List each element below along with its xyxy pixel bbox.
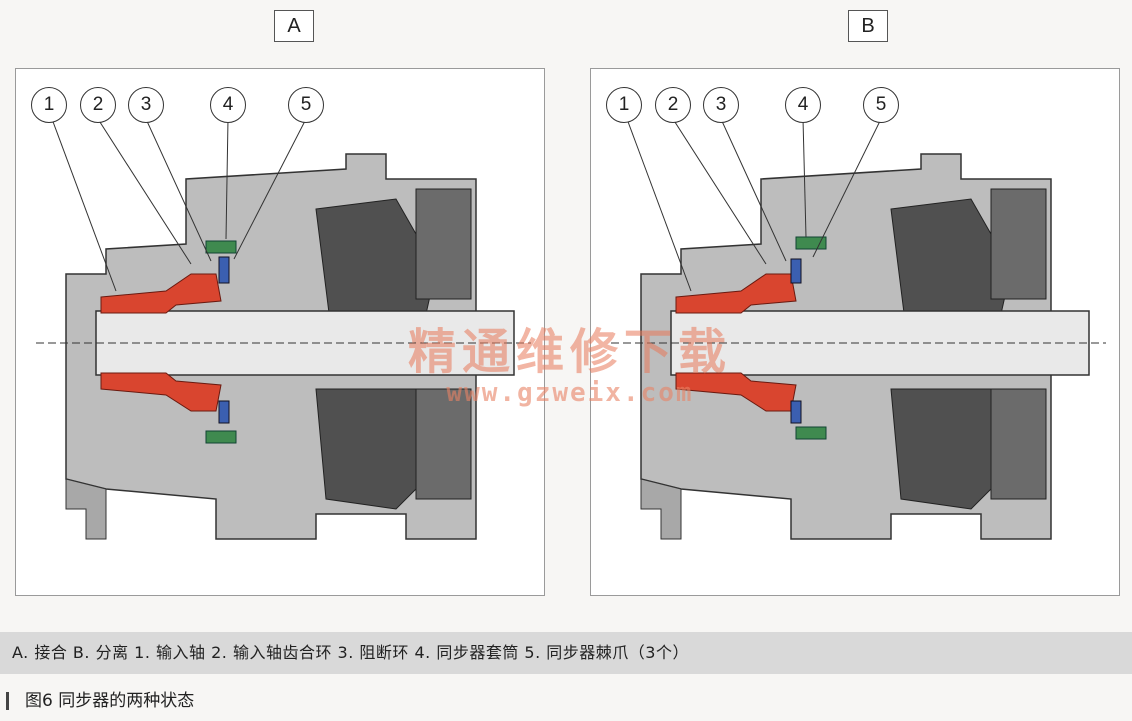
callout-4: 4	[785, 87, 821, 123]
panel-a-label: A	[274, 10, 314, 42]
callout-2: 2	[80, 87, 116, 123]
synchronizer-engaged-drawing	[36, 118, 531, 540]
callout-4: 4	[210, 87, 246, 123]
title-marker	[6, 692, 9, 710]
callout-3: 3	[128, 87, 164, 123]
panel-b-cross-section: 1 2 3 4 5	[590, 68, 1120, 596]
panel-a-cross-section: 1 2 3 4 5	[15, 68, 545, 596]
callout-5: 5	[863, 87, 899, 123]
callout-1: 1	[606, 87, 642, 123]
callout-3: 3	[703, 87, 739, 123]
callout-2: 2	[655, 87, 691, 123]
panel-b-label: B	[848, 10, 888, 42]
figure-title-row: 图6 同步器的两种状态	[0, 688, 194, 714]
synchronizer-disengaged-drawing	[611, 118, 1106, 540]
legend-caption: A. 接合 B. 分离 1. 输入轴 2. 输入轴齿合环 3. 阻断环 4. 同…	[0, 632, 1132, 674]
figure-title: 图6 同步器的两种状态	[25, 691, 195, 711]
callout-5: 5	[288, 87, 324, 123]
callout-1: 1	[31, 87, 67, 123]
